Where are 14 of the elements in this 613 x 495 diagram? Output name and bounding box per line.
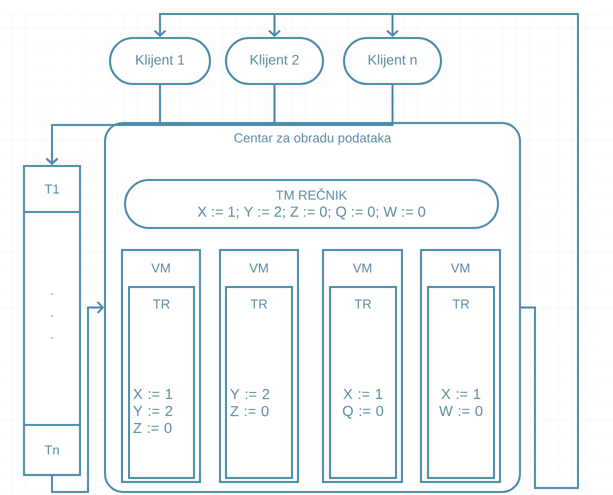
client-terminal: Klijent 1 xyxy=(109,37,211,85)
transaction-box: TR Y := 2 Z := 0 xyxy=(225,286,293,479)
ellipsis-dot: . xyxy=(51,337,53,339)
client-terminal: Klijent n xyxy=(343,37,442,85)
ellipsis-dot: . xyxy=(51,293,53,295)
client-terminal: Klijent 2 xyxy=(225,37,324,85)
dictionary-box: TM REČNIK X := 1; Y := 2; Z := 0; Q := 0; W := 0 xyxy=(124,179,499,229)
transaction-box: TR X := 1 Y := 2 Z := 0 xyxy=(128,286,195,479)
transaction-box: TR X := 1 Q := 0 xyxy=(329,286,397,479)
ellipsis-dot: . xyxy=(51,315,53,317)
arrow xyxy=(46,85,394,165)
arrow xyxy=(51,301,104,493)
transaction-box: TR X := 1 W := 0 xyxy=(427,286,495,479)
arrow xyxy=(386,13,579,489)
